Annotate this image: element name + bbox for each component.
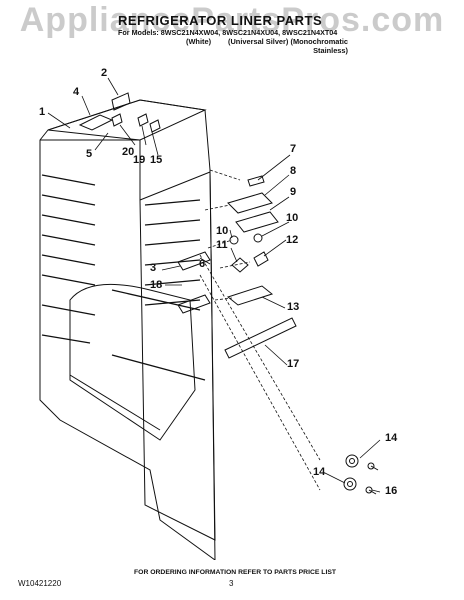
callout-1: 1 xyxy=(39,106,46,118)
liner-front-edge xyxy=(139,171,216,541)
liner-outline xyxy=(39,99,216,560)
page-number: 3 xyxy=(229,579,234,588)
variant-stainless: (Monochromatic Stainless) xyxy=(290,37,348,55)
callout-10b: 10 xyxy=(286,212,299,224)
light-housing xyxy=(227,192,273,214)
callout-3: 3 xyxy=(150,262,157,274)
variant-silver: (Universal Silver) xyxy=(228,37,289,46)
ordering-info: FOR ORDERING INFORMATION REFER TO PARTS … xyxy=(134,569,337,576)
callout-17: 17 xyxy=(287,358,300,370)
shelf-rails xyxy=(41,174,206,381)
dispenser-box xyxy=(78,114,114,131)
crisper-outline xyxy=(69,283,196,441)
exploded-diagram xyxy=(39,77,381,560)
callout-16: 16 xyxy=(385,485,398,497)
models-line: For Models: 8WSC21N4XW04, 8WSC21N4XU04, … xyxy=(118,28,418,38)
callout-2: 2 xyxy=(101,67,108,79)
callout-8: 8 xyxy=(290,165,297,177)
variant-white: (White) xyxy=(186,37,212,46)
liner-top xyxy=(47,99,207,141)
models-text: For Models: 8WSC21N4XW04, 8WSC21N4XU04, … xyxy=(118,28,338,37)
callout-5: 5 xyxy=(86,148,93,160)
callout-7: 7 xyxy=(290,143,297,155)
callout-6: 6 xyxy=(199,258,206,270)
callout-15: 15 xyxy=(150,154,163,166)
callout-12: 12 xyxy=(286,234,299,246)
callout-14b: 14 xyxy=(313,466,326,478)
page-title: REFRIGERATOR LINER PARTS xyxy=(118,13,323,28)
watermark: AppliancePartsPros.com xyxy=(19,1,445,39)
callout-14a: 14 xyxy=(385,432,398,444)
callout-11: 11 xyxy=(216,239,228,251)
deflector-13 xyxy=(226,285,274,306)
callout-10a: 10 xyxy=(216,225,229,237)
callout-13: 13 xyxy=(287,301,300,313)
callout-9: 9 xyxy=(290,186,297,198)
document-number: W10421220 xyxy=(18,579,62,588)
callout-19: 19 xyxy=(133,154,146,166)
callout-20: 20 xyxy=(122,146,135,158)
trim-17 xyxy=(224,317,297,359)
callout-18: 18 xyxy=(150,279,163,291)
callout-4: 4 xyxy=(73,86,80,98)
